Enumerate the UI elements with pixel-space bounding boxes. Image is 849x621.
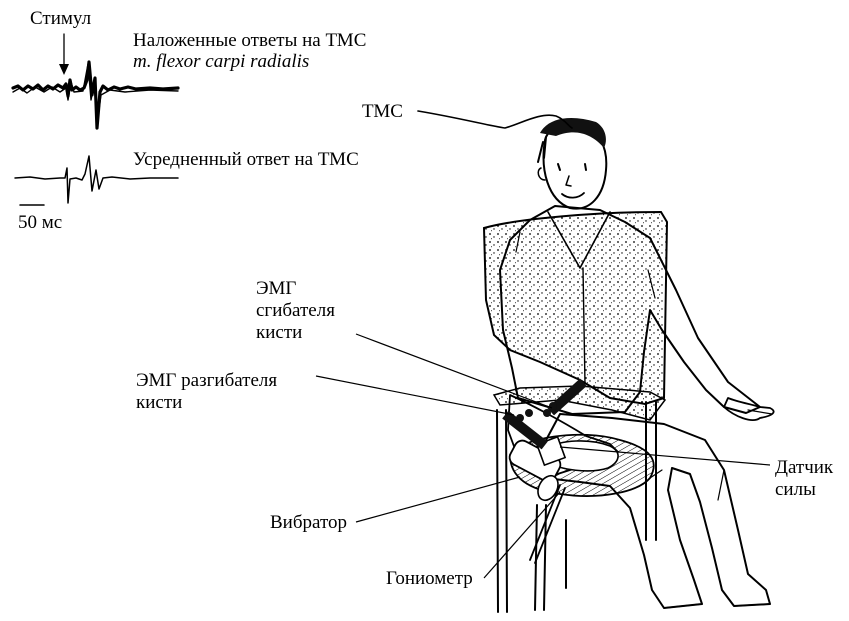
emg-flexor-label-line1: ЭМГ	[256, 278, 296, 299]
emg-extensor-label-line1: ЭМГ разгибателя	[136, 370, 277, 391]
emg-flexor-label-line3: кисти	[256, 322, 302, 343]
muscle-name: m. flexor carpi radialis	[133, 51, 309, 72]
stimulus-label: Стимул	[30, 8, 92, 29]
vibrator-leader	[356, 477, 520, 522]
chair	[484, 212, 667, 612]
goniometer-label: Гониометр	[386, 568, 473, 589]
time-scale-label: 50 мс	[18, 212, 62, 233]
emg-extensor-label-line2: кисти	[136, 392, 182, 413]
hair	[540, 118, 606, 148]
emg-traces-panel: Стимул Наложенные ответы на ТМС m. flexo…	[13, 8, 366, 233]
stimulus-arrow-icon	[59, 34, 69, 75]
averaged-response-title: Усредненный ответ на ТМС	[133, 149, 359, 170]
tms-label: ТМС	[362, 101, 403, 122]
force-sensor-label-line2: силы	[775, 479, 816, 500]
goniometer-leader	[484, 492, 560, 578]
vibrator-label: Вибратор	[270, 512, 347, 533]
superimposed-responses-title: Наложенные ответы на ТМС	[133, 30, 366, 51]
force-sensor-label-line1: Датчик	[775, 457, 834, 478]
emg-flexor-label-line2: сгибателя	[256, 300, 335, 321]
